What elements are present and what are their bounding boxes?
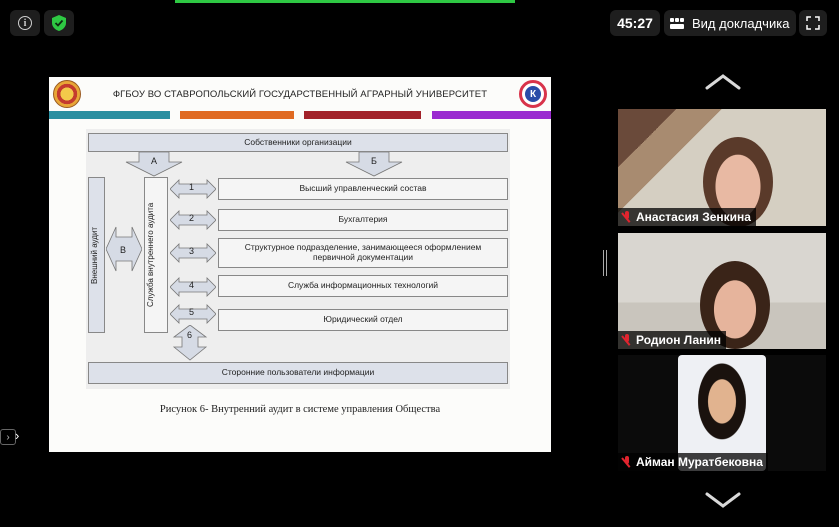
double-arrow-4 [170, 277, 216, 297]
row-box-1: Высший управленческий состав [218, 178, 508, 200]
participant-tile-2[interactable]: Родион Ланин [618, 233, 826, 349]
security-button[interactable] [44, 10, 74, 36]
k-logo: К [519, 80, 547, 108]
row-box-5: Юридический отдел [218, 309, 508, 331]
fullscreen-icon [806, 16, 820, 30]
owners-box: Собственники организации [88, 133, 508, 152]
mic-muted-icon [621, 211, 632, 223]
view-mode-button[interactable]: Вид докладчика [664, 10, 796, 36]
participant-name-tag-3: Айман Муратбековна [618, 453, 768, 471]
participant-name-2: Родион Ланин [636, 333, 722, 347]
color-band-2 [180, 111, 294, 119]
speaker-view-icon [670, 17, 684, 29]
color-band-3 [304, 111, 421, 119]
row-number-5: 5 [189, 307, 195, 317]
row-box-4: Служба информационных технологий [218, 275, 508, 297]
expand-chevron-icon[interactable]: › [15, 428, 20, 443]
external-users-box: Сторонние пользователи информации [88, 362, 508, 384]
arrow-a [125, 152, 183, 177]
row-number-4: 4 [189, 280, 195, 290]
meeting-timer: 45:27 [610, 10, 660, 36]
row-number-2: 2 [189, 213, 195, 223]
double-arrow-3 [170, 243, 216, 263]
k-logo-letter: К [525, 86, 541, 102]
info-icon: i [18, 16, 32, 30]
internal-audit-label: Служба внутреннего аудита [146, 202, 155, 308]
row-box-2: Бухгалтерия [218, 209, 508, 231]
sharing-indicator-strip [175, 0, 515, 3]
scroll-down-chevron-icon[interactable] [705, 490, 741, 510]
double-arrow-2 [170, 210, 216, 230]
slide-title: ФГБОУ ВО СТАВРОПОЛЬСКИЙ ГОСУДАРСТВЕННЫЙ … [112, 89, 488, 100]
arrow-b-label: Б [371, 156, 377, 166]
shield-check-icon [52, 15, 66, 31]
arrow-a-label: А [151, 156, 158, 166]
participant-name-tag-2: Родион Ланин [618, 331, 727, 349]
fullscreen-button[interactable] [799, 10, 827, 36]
view-mode-label: Вид докладчика [692, 15, 790, 31]
external-audit-box [88, 177, 105, 333]
participant-name-1: Анастасия Зенкина [636, 210, 751, 224]
mic-muted-icon [621, 334, 632, 346]
external-audit-label: Внешний аудит [90, 226, 99, 284]
row-number-3: 3 [189, 246, 195, 256]
double-arrow-5 [170, 304, 216, 324]
participant-video-3 [678, 355, 766, 471]
figure-caption: Рисунок 6- Внутренний аудит в системе уп… [159, 404, 441, 415]
row-box-3: Структурное подразделение, занимающееся … [218, 238, 508, 268]
double-arrow-1 [170, 179, 216, 199]
participant-name-tag-1: Анастасия Зенкина [618, 208, 756, 226]
row-number-1: 1 [189, 182, 195, 192]
university-logo [53, 80, 81, 108]
arrow-v-label: В [120, 245, 127, 255]
participant-tile-3[interactable]: Айман Муратбековна [618, 355, 826, 471]
internal-audit-box [144, 177, 168, 333]
shared-slide: ФГБОУ ВО СТАВРОПОЛЬСКИЙ ГОСУДАРСТВЕННЫЙ … [49, 77, 551, 452]
row-number-6: 6 [187, 330, 193, 340]
participant-name-3: Айман Муратбековна [636, 455, 763, 469]
color-band-4 [432, 111, 551, 119]
mic-muted-icon [621, 456, 632, 468]
arrow-v [106, 226, 142, 272]
panel-resize-handle[interactable] [603, 250, 607, 276]
meeting-info-button[interactable]: i [10, 10, 40, 36]
scroll-up-chevron-icon[interactable] [705, 72, 741, 92]
audit-diagram: Собственники организации А Б Внешний ауд… [86, 129, 510, 389]
arrow-b [345, 152, 403, 177]
color-band-1 [49, 111, 170, 119]
participant-tile-1[interactable]: Анастасия Зенкина [618, 109, 826, 226]
arrow-6 [172, 325, 208, 361]
sidebar-toggle-button[interactable]: › [0, 429, 16, 445]
